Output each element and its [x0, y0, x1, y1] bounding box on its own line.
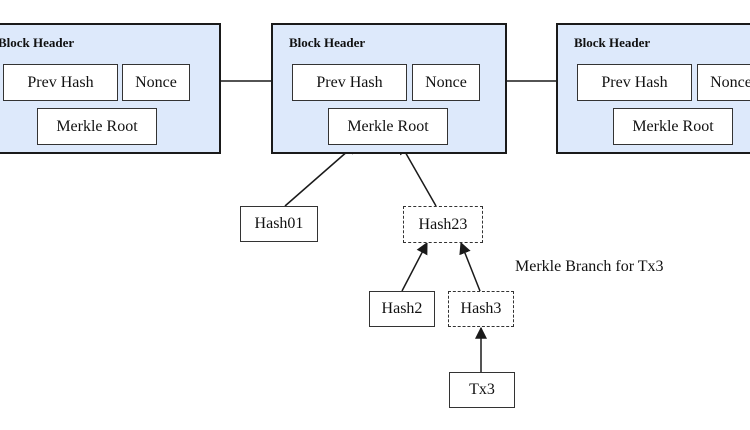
- tx3-node: Tx3: [449, 372, 515, 408]
- hash3-to-hash23-arrow: [459, 241, 481, 292]
- hash3-node: Hash3: [448, 291, 514, 327]
- prev-hash-field: Prev Hash: [3, 64, 118, 101]
- block-header-2: Block Header Prev Hash Nonce Merkle Root: [271, 23, 507, 154]
- block-header-1: Block Header Prev Hash Nonce Merkle Root: [0, 23, 221, 154]
- hash23-node: Hash23: [403, 206, 483, 243]
- nonce-field: Nonce: [697, 64, 750, 101]
- hash2-to-hash23-arrow: [401, 241, 428, 292]
- block-header-title: Block Header: [289, 35, 366, 50]
- merkle-root-field: Merkle Root: [328, 108, 448, 145]
- block-header-title: Block Header: [574, 35, 651, 50]
- block-header-3: Block Header Prev Hash Nonce Merkle Root: [556, 23, 750, 154]
- nonce-field: Nonce: [412, 64, 480, 101]
- prev-hash-field: Prev Hash: [292, 64, 407, 101]
- merkle-root-field: Merkle Root: [613, 108, 733, 145]
- prev-hash-field: Prev Hash: [577, 64, 692, 101]
- block-header-title: Block Header: [0, 35, 75, 50]
- hash01-node: Hash01: [240, 206, 318, 242]
- merkle-branch-caption: Merkle Branch for Tx3: [515, 258, 664, 275]
- hash2-node: Hash2: [369, 291, 435, 327]
- merkle-root-field: Merkle Root: [37, 108, 157, 145]
- nonce-field: Nonce: [122, 64, 190, 101]
